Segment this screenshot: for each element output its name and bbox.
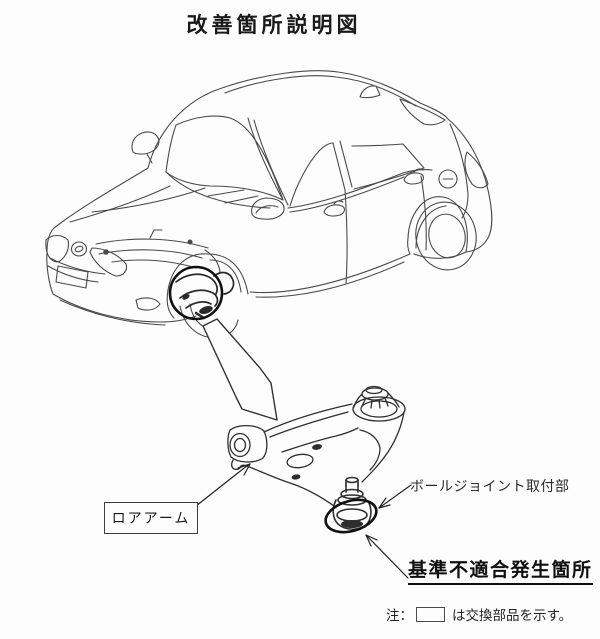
nonconformance-location-label: 基準不適合発生箇所 xyxy=(408,555,593,585)
ball-joint-highlight-ellipse xyxy=(324,498,378,534)
replacement-part-note: 注： は交換部品を示す。 xyxy=(386,604,572,624)
car-line-drawing xyxy=(45,70,493,339)
note-text: は交換部品を示す。 xyxy=(452,608,573,623)
in-situ-suspension-detail xyxy=(175,271,235,320)
page-title: 改善箇所説明図 xyxy=(186,13,362,37)
replacement-part-box-symbol xyxy=(416,606,445,622)
vehicle-callout-circle xyxy=(168,265,224,321)
note-prefix: 注： xyxy=(386,608,413,623)
lower-arm-label: ロアアーム xyxy=(111,512,191,527)
lower-arm-drawing xyxy=(227,385,406,531)
ball-joint-mount-label: ボールジョイント取付部 xyxy=(410,480,570,495)
lower-arm-label-box: ロアアーム xyxy=(104,502,198,534)
magnifier-arrow xyxy=(202,318,278,421)
leader-arrows xyxy=(195,463,412,579)
